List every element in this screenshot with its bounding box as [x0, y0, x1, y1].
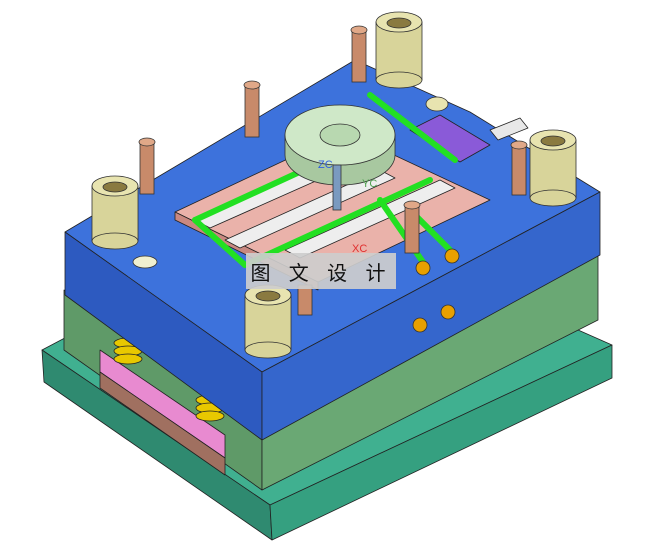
watermark: 图 文 设 计 — [246, 253, 396, 289]
screws — [138, 25, 528, 316]
side-clamp — [489, 117, 529, 141]
zc-axis-label: ZC — [318, 159, 333, 171]
guide-bushings — [91, 11, 577, 359]
ejector-retainer — [99, 371, 226, 476]
a-plate-right — [261, 191, 601, 441]
xc-axis-label: XC — [352, 243, 367, 255]
holes — [132, 96, 449, 269]
ejector-strip — [224, 169, 396, 249]
yc-axis-label: YC — [362, 178, 377, 190]
water-fittings — [412, 248, 460, 333]
clamp-plate-right — [269, 344, 613, 541]
locating-ring — [284, 104, 396, 211]
